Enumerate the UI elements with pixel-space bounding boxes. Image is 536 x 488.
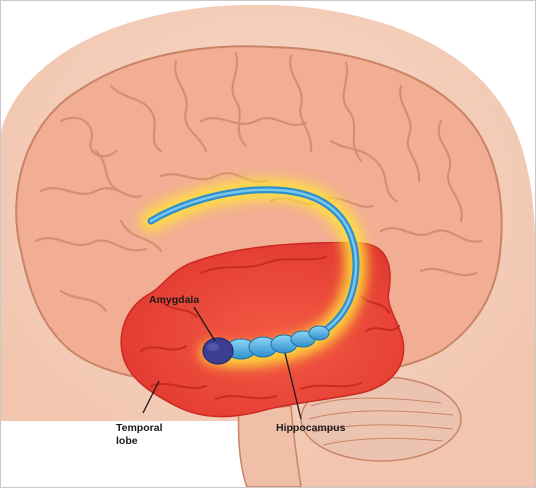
temporal-lobe-leader-line (142, 380, 160, 414)
hippocampus-label: Hippocampus (276, 422, 346, 434)
amygdala-leader-line (193, 306, 216, 342)
hippocampus-leader-line (284, 352, 302, 420)
temporal-lobe-label-line1: Temporal (116, 422, 163, 434)
leader-lines (142, 306, 302, 420)
temporal-lobe-label-line2: lobe (116, 435, 138, 447)
brainstem (237, 405, 302, 487)
temporal-lobe (120, 241, 405, 418)
amygdala (202, 337, 234, 365)
amygdala-label: Amygdala (149, 294, 199, 306)
